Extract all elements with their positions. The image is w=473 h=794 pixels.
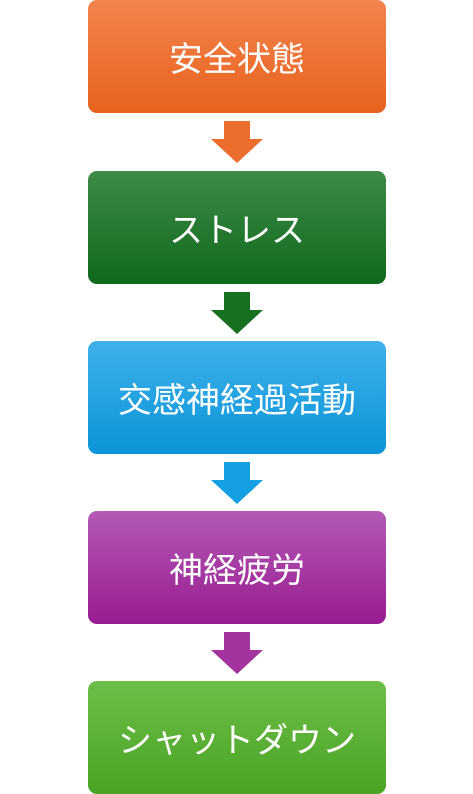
arrow-down-icon — [211, 292, 263, 334]
step-label: ストレス — [169, 211, 305, 251]
step-label: 交感神経過活動 — [118, 381, 356, 421]
arrow-down-icon — [211, 462, 263, 504]
step-box-sympathetic-overactivity: 交感神経過活動 — [88, 341, 386, 454]
arrow-down-icon — [211, 632, 263, 674]
step-box-stress: ストレス — [88, 171, 386, 284]
step-box-nerve-fatigue: 神経疲労 — [88, 511, 386, 624]
step-label: 安全状態 — [169, 40, 305, 80]
step-label: 神経疲労 — [169, 551, 305, 591]
step-label: シャットダウン — [118, 721, 356, 761]
arrow-down-icon — [211, 121, 263, 163]
step-box-safe-state: 安全状態 — [88, 0, 386, 113]
step-box-shutdown: シャットダウン — [88, 681, 386, 794]
